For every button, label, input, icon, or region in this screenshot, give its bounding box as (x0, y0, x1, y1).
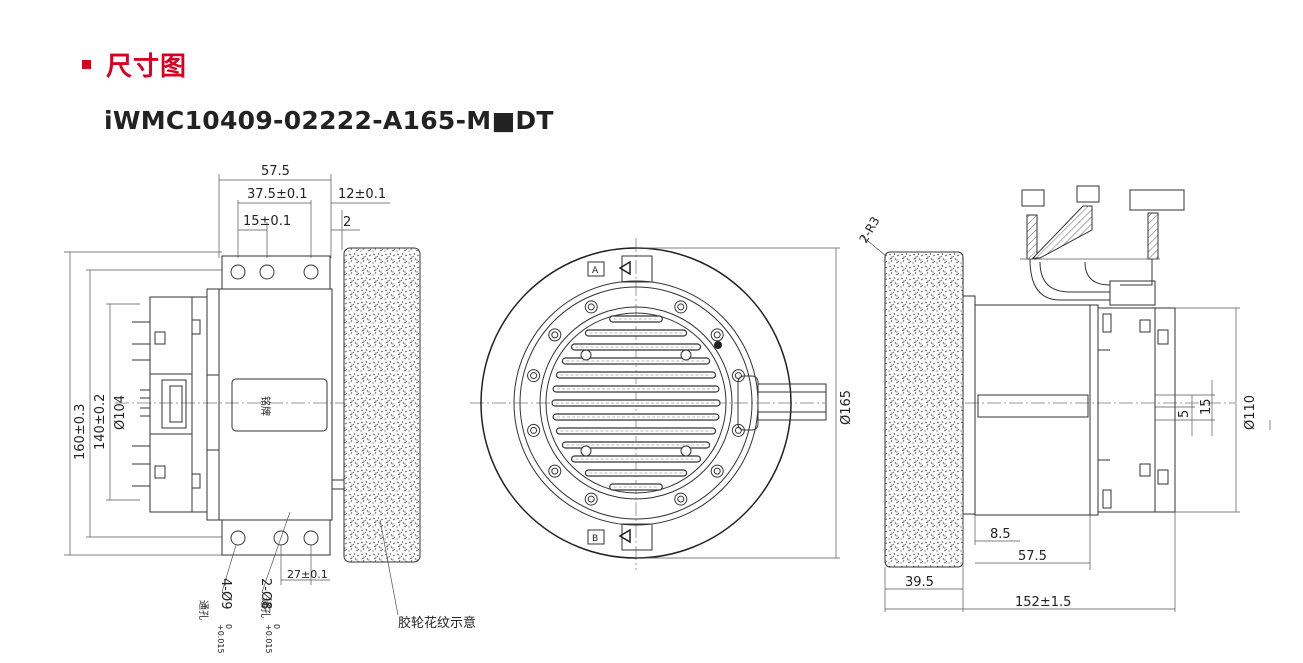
tire-tread-side (884, 251, 964, 568)
bolt-hole-inner (734, 426, 742, 434)
bolt-hole-inner (530, 426, 538, 434)
dim-57-5: 57.5 (1018, 549, 1047, 564)
bolt-hole-inner (551, 467, 559, 475)
dim-top-overall: 57.5 (261, 164, 290, 179)
bolt-hole (527, 423, 541, 437)
slot (552, 413, 720, 421)
bolt-hole-inner (677, 303, 685, 311)
bullet-square-icon (82, 60, 91, 69)
hole-tol-1: +0.015 (216, 624, 225, 654)
radius-label: 2-R3 (856, 214, 882, 245)
inner-bolt (580, 445, 592, 457)
hole-note-1: 通孔 (197, 600, 209, 620)
dim-top-hole-first: 15±0.1 (243, 214, 291, 229)
mark-b: B (592, 534, 598, 544)
inner-bolt (680, 445, 692, 457)
dim-bottom-spacing: 27±0.1 (287, 568, 328, 581)
hole-callout-2: 2-Ø8 (258, 578, 273, 609)
dim-top-holes: 37.5±0.1 (247, 187, 308, 202)
hole-callout-1: 4-Ø9 (218, 578, 233, 609)
hole-tol-2-low: 0 (272, 624, 281, 629)
dim-left-mid: 140±0.2 (93, 394, 108, 450)
bolt-hole-inner (551, 331, 559, 339)
bolt-hole-inner (587, 303, 595, 311)
heat-slots (551, 315, 721, 491)
dim-39-5: 39.5 (905, 575, 934, 590)
bolt-hole (548, 464, 562, 478)
bolt-holes (527, 300, 745, 506)
dim-8-5: 8.5 (990, 527, 1011, 542)
model-code: iWMC10409-02222-A165-M■DT (104, 106, 554, 135)
dim-152: 152±1.5 (1015, 595, 1071, 610)
tire-tread-front (343, 247, 421, 563)
bolt-hole (584, 300, 598, 314)
dim-diameter: Ø165 (839, 390, 854, 425)
hole-note-2: 通孔 (259, 598, 271, 618)
bolt-hole (584, 492, 598, 506)
front-view: 57.5 37.5±0.1 15±0.1 12±0.1 2 160±0.3 14… (64, 164, 476, 654)
dim-left-outer: 160±0.3 (73, 404, 88, 460)
dim-top-right-gap: 2 (343, 215, 351, 230)
bolt-hole-inner (713, 331, 721, 339)
bolt-hole (710, 464, 724, 478)
dim-5: 5 (1177, 410, 1192, 418)
slot (552, 385, 720, 393)
right-view: 2-R3 Ø110 1 (856, 185, 1271, 612)
slot (561, 357, 711, 365)
bolt-hole (710, 328, 724, 342)
bolt-hole-inner (734, 372, 742, 380)
bolt-hole-inner (677, 495, 685, 503)
bolt-hole (527, 369, 541, 383)
slot (561, 441, 711, 449)
bolt-hole-inner (587, 495, 595, 503)
bolt-hole (674, 492, 688, 506)
section-heading: 尺寸图 (82, 46, 187, 83)
inner-bolt (680, 349, 692, 361)
bolt-hole (674, 300, 688, 314)
nameplate-label: 铭牌 (259, 396, 272, 416)
inner-bolt (580, 349, 592, 361)
tire-note: 胶轮花纹示意 (398, 615, 476, 631)
bolt-hole-inner (713, 467, 721, 475)
hole-tol-1-low: 0 (224, 624, 233, 629)
side-view: A B Ø165 (470, 238, 854, 570)
section-title: 尺寸图 (106, 52, 188, 82)
dim-top-right-offset: 12±0.1 (338, 187, 386, 202)
dim-left-inner: Ø104 (113, 395, 128, 430)
mark-a: A (592, 266, 599, 276)
dim-d110: Ø110 (1243, 395, 1258, 430)
dim-15: 15 (1199, 398, 1214, 415)
bolt-hole (548, 328, 562, 342)
bolt-hole-inner (530, 372, 538, 380)
hole-tol-2: +0.015 (264, 624, 273, 654)
